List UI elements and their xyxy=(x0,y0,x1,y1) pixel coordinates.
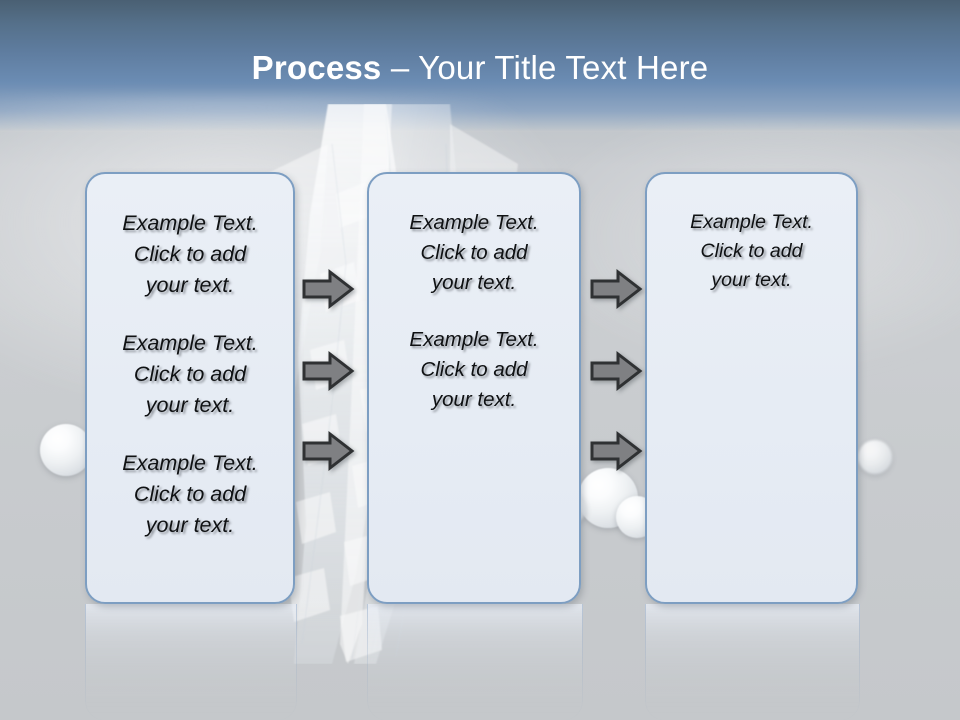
arrow-right-icon-2c[interactable] xyxy=(590,430,643,472)
box-reflection-1 xyxy=(85,604,297,720)
process-box-2-text-2[interactable]: Example Text. Click to add your text. xyxy=(409,328,539,411)
box-reflection-3 xyxy=(645,604,860,720)
process-box-2[interactable]: Example Text. Click to add your text. Ex… xyxy=(367,172,581,604)
process-box-3[interactable]: Example Text. Click to add your text. xyxy=(645,172,858,604)
process-box-1-text-1[interactable]: Example Text. Click to add your text. xyxy=(122,211,258,297)
process-box-3-text-1[interactable]: Example Text. Click to add your text. xyxy=(690,211,813,291)
title-bold-part: Process xyxy=(251,49,382,86)
arrow-right-icon-1c[interactable] xyxy=(302,430,355,472)
title-rest-part: – Your Title Text Here xyxy=(381,49,709,86)
arrow-right-icon-2b[interactable] xyxy=(590,350,643,392)
pearl-decoration-right xyxy=(858,440,892,474)
process-box-1[interactable]: Example Text. Click to add your text. Ex… xyxy=(85,172,295,604)
arrow-right-icon-1a[interactable] xyxy=(302,268,355,310)
arrow-right-icon-2a[interactable] xyxy=(590,268,643,310)
slide-title: Process – Your Title Text Here xyxy=(0,48,960,88)
process-box-2-text-1[interactable]: Example Text. Click to add your text. xyxy=(409,211,539,294)
process-box-1-text-2[interactable]: Example Text. Click to add your text. xyxy=(122,331,258,417)
box-reflection-2 xyxy=(367,604,583,720)
process-box-1-text-3[interactable]: Example Text. Click to add your text. xyxy=(122,451,258,537)
pearl-decoration-left xyxy=(40,424,92,476)
arrow-right-icon-1b[interactable] xyxy=(302,350,355,392)
